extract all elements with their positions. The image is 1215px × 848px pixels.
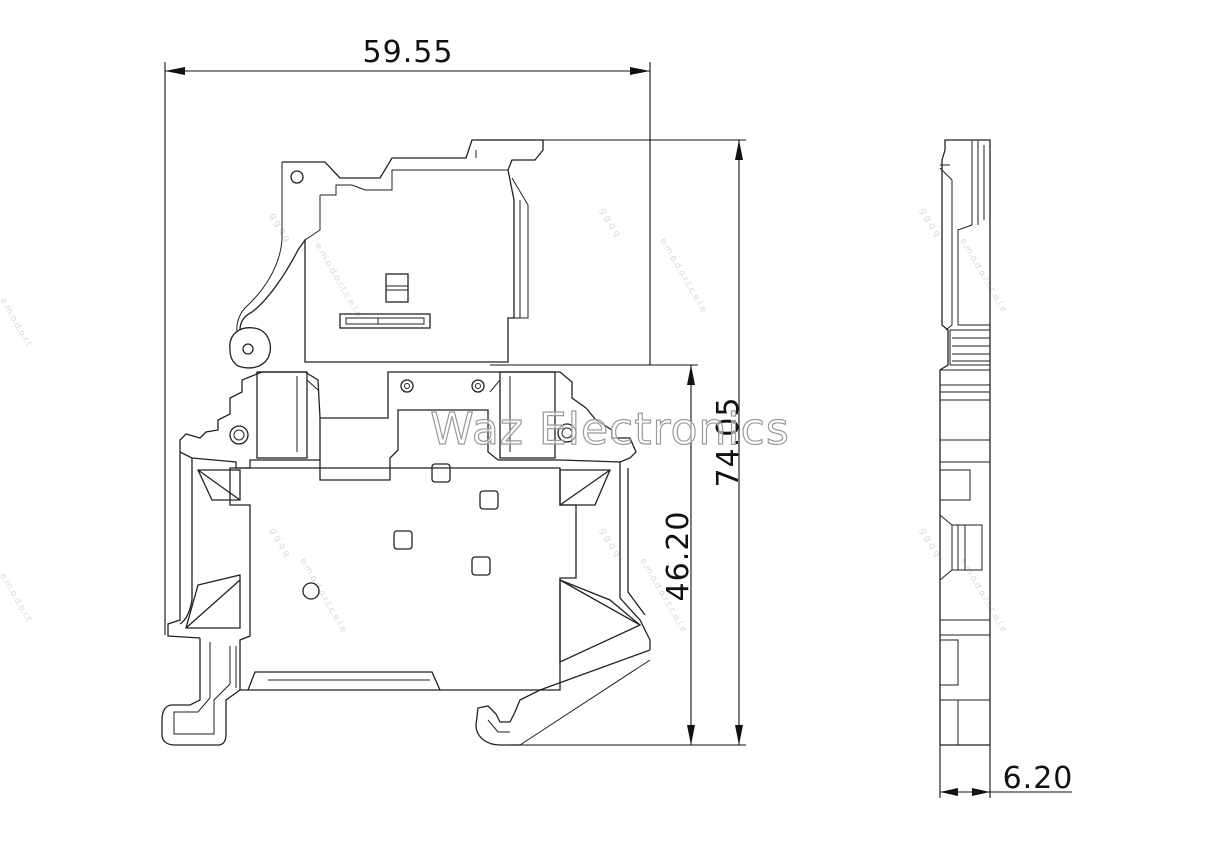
holder-left-curve <box>236 162 283 333</box>
svg-text:g g q q: g g q q <box>917 527 941 559</box>
housing-hole <box>302 582 320 600</box>
svg-text:g g q q: g g q q <box>597 207 621 239</box>
housing-square-4 <box>471 556 491 576</box>
inner-frame <box>229 467 577 691</box>
hinge-pin <box>242 343 254 355</box>
dimension-width-top <box>164 62 651 635</box>
right-clamp-box <box>499 371 556 459</box>
din-foot-left <box>161 638 241 746</box>
din-foot-right <box>475 649 651 746</box>
holder-pivot-top <box>290 170 304 184</box>
latch-window <box>385 273 409 303</box>
side-outline <box>939 139 991 746</box>
dimension-depth-side <box>939 745 1072 798</box>
hinge-lug <box>229 327 271 369</box>
svg-text:e.m.o.d.o.r.t: e.m.o.d.o.r.t <box>0 297 33 349</box>
housing-square-1 <box>431 463 451 483</box>
svg-text:e.m.o.d.o.r.t.c.e.l.e: e.m.o.d.o.r.t.c.e.l.e <box>312 242 363 320</box>
left-clamp-screw <box>229 425 249 445</box>
svg-text:e.m.o.d.o.r.t.c.e.l.e: e.m.o.d.o.r.t.c.e.l.e <box>957 237 1008 315</box>
dim-label-height-overall: 74.05 <box>711 397 746 488</box>
side-view <box>939 139 991 746</box>
svg-text:g g q q: g g q q <box>267 527 291 559</box>
dim-label-height-rail: 46.20 <box>661 511 696 602</box>
svg-text:g g q q: g g q q <box>917 207 941 239</box>
watermark-text: Waz Electronics <box>430 404 790 455</box>
dim-label-width: 59.55 <box>363 35 454 70</box>
svg-text:g g q q: g g q q <box>597 527 621 559</box>
upper-body-outline <box>241 371 637 463</box>
fuse-slot <box>339 313 431 329</box>
housing-square-2 <box>479 490 499 510</box>
housing-square-3 <box>393 530 413 550</box>
dim-label-depth: 6.20 <box>1003 761 1074 796</box>
center-bus-outline <box>319 409 560 481</box>
main-housing-outline <box>191 457 320 469</box>
svg-text:e.m.o.d.o.r.t.c.e.l.e: e.m.o.d.o.r.t.c.e.l.e <box>657 237 708 315</box>
front-view <box>161 139 651 746</box>
svg-text:g g q q: g g q q <box>267 212 291 244</box>
svg-text:e.m.o.d.o.r.t: e.m.o.d.o.r.t <box>0 572 33 624</box>
dimension-height-overall <box>476 139 746 746</box>
dimension-height-rail <box>490 364 698 745</box>
left-clamp-box <box>256 371 308 459</box>
right-clamp-screw <box>557 423 577 443</box>
